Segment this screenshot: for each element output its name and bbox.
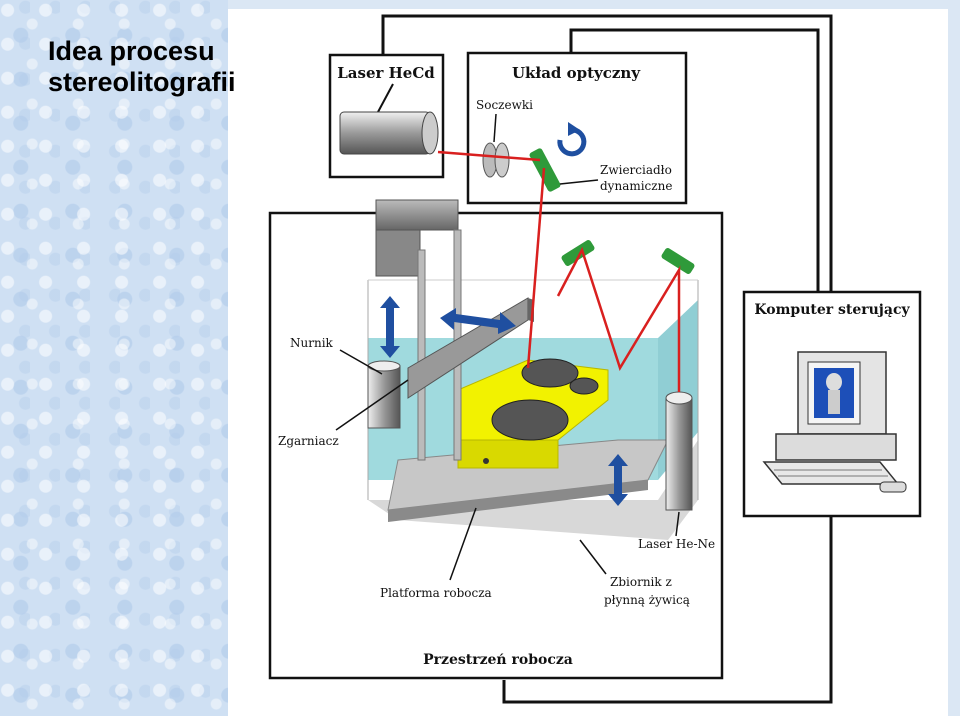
plunger-label: Nurnik <box>290 336 334 350</box>
tank-label-line-2: płynną żywicą <box>604 593 690 607</box>
slide-title-line-2: stereolitografii <box>48 67 236 97</box>
computer-box: Komputer sterujący <box>742 290 922 518</box>
mirror-label-line-2: dynamiczne <box>600 179 672 193</box>
workspace-label: Przestrzeń robocza <box>423 652 573 668</box>
slide-title-line-1: Idea procesu <box>48 36 215 66</box>
computer-label: Komputer sterujący <box>754 302 910 318</box>
computer-icon <box>762 351 907 493</box>
slide-title: Idea procesu stereolitografii <box>48 36 236 98</box>
mirror-right <box>661 248 695 274</box>
lens-2 <box>494 142 510 178</box>
optical-system-label: Układ optyczny <box>512 64 641 82</box>
laser-beams <box>437 150 681 392</box>
wiper-label: Zgarniacz <box>278 434 339 448</box>
mirror-label-line-1: Zwierciadło <box>600 163 672 177</box>
platform-label: Platforma robocza <box>380 586 492 600</box>
printed-part <box>457 358 609 469</box>
mirror-left <box>561 240 595 266</box>
decorative-background-panel <box>0 0 228 716</box>
motion-arrows-icon <box>380 296 628 506</box>
hene-laser-label: Laser He-Ne <box>638 537 715 551</box>
lenses-label: Soczewki <box>476 98 533 112</box>
control-wiring <box>381 14 833 704</box>
tank-label-line-1: Zbiornik z <box>610 575 672 589</box>
optical-system-box: Układ optyczny Soczewki Zwierciadło dyna… <box>466 51 688 205</box>
right-border-strip <box>948 0 960 716</box>
hene-laser <box>665 391 693 511</box>
workspace-box: Przestrzeń robocza <box>268 199 724 680</box>
laser-hecd-label: Laser HeCd <box>337 64 435 82</box>
rotation-arrow-icon <box>557 127 587 157</box>
stereolithography-diagram: Laser HeCd Układ optyczny Soczewki Zwier… <box>268 14 922 704</box>
top-border-strip <box>228 0 960 9</box>
laser-hecd-box: Laser HeCd <box>328 53 445 179</box>
